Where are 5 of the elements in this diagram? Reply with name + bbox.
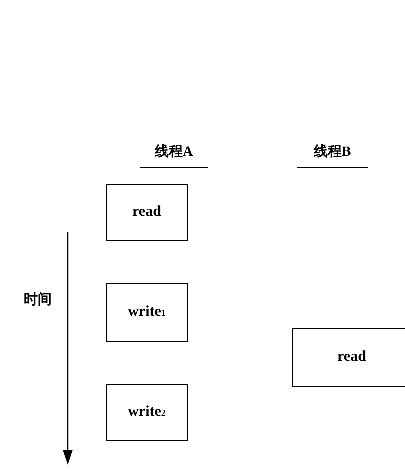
axis-label: 时间 [24,291,52,309]
column-heading: 线程A [140,143,208,168]
column-heading: 线程B [297,143,368,168]
process-box: read [292,328,405,387]
process-box: read [106,184,188,241]
